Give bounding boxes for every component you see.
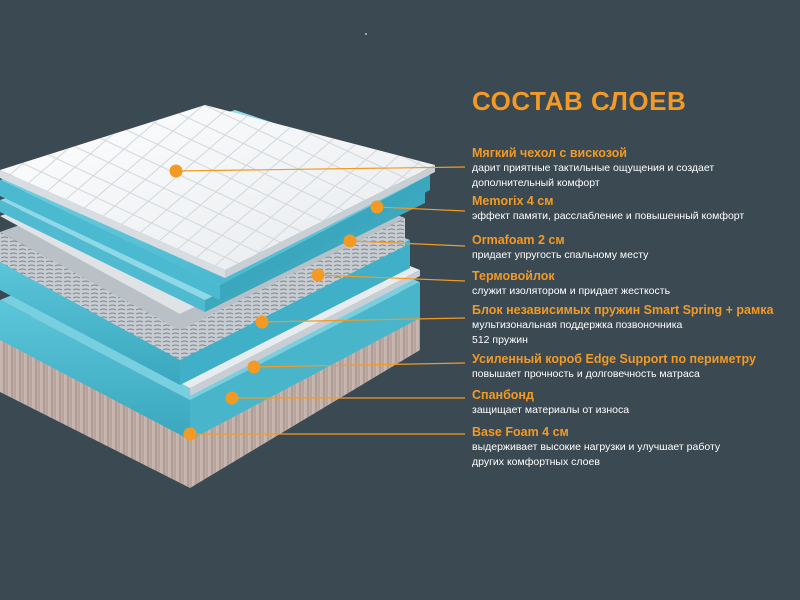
layer-item-springs: Блок независимых пружин Smart Spring + р… (472, 303, 773, 348)
page-title: СОСТАВ СЛОЕВ (472, 86, 687, 116)
layer-name: Ormafoam 2 см (472, 233, 565, 247)
layer-desc: мультизональная поддержка позвоночника (472, 319, 683, 331)
layer-desc: защищает материалы от износа (472, 404, 630, 416)
layer-item-ormafoam: Ormafoam 2 см придает упругость спальном… (472, 233, 648, 263)
callout-line-5 (261, 317, 466, 323)
layer-desc: придает упругость спальному месту (472, 249, 649, 261)
layer-name: Термовойлок (472, 269, 555, 283)
callout-dots (169, 164, 384, 441)
callout-line-2 (376, 206, 466, 212)
layer-desc: 512 пружин (472, 334, 528, 346)
callout-line-4 (317, 274, 466, 282)
layer-item-spunbond: Спанбонд защищает материалы от износа (472, 388, 629, 418)
callout-dot-1 (169, 164, 183, 178)
layer-name: Блок независимых пружин Smart Spring + р… (472, 303, 774, 317)
callout-dot-3 (343, 234, 357, 248)
layer-name: Memorix 4 см (472, 194, 554, 208)
callout-line-6 (253, 362, 466, 368)
callout-dot-7 (225, 391, 239, 405)
layer-item-cover: Мягкий чехол с вискозой дарит приятные т… (472, 146, 714, 191)
callout-dot-4 (311, 268, 325, 282)
layer-item-base-foam: Base Foam 4 см выдерживает высокие нагру… (472, 425, 720, 470)
layer-desc: других комфортных слоев (472, 456, 600, 468)
callout-lines (175, 166, 466, 435)
layer-item-felt: Термовойлок служит изолятором и придает … (472, 269, 670, 299)
layer-name: Мягкий чехол с вискозой (472, 146, 627, 160)
layer-desc: эффект памяти, расслабление и повышенный… (472, 210, 745, 222)
callout-dot-5 (255, 315, 269, 329)
layer-desc: повышает прочность и долговечность матра… (472, 368, 700, 380)
layer-desc: выдерживает высокие нагрузки и улучшает … (472, 441, 721, 453)
layer-name: Base Foam 4 см (472, 425, 569, 439)
layer-item-edge-support: Усиленный короб Edge Support по периметр… (472, 352, 756, 382)
callout-dot-6 (247, 360, 261, 374)
layer-item-memorix: Memorix 4 см эффект памяти, расслабление… (472, 194, 744, 224)
layer-name: Усиленный короб Edge Support по периметр… (472, 352, 756, 366)
top-cover-layer (0, 105, 435, 278)
layer-desc: дарит приятные тактильные ощущения и соз… (472, 162, 715, 174)
layer-desc: дополнительный комфорт (472, 177, 600, 189)
callout-dot-2 (370, 200, 384, 214)
callout-line-1 (175, 166, 466, 172)
callout-dot-8 (183, 427, 197, 441)
speck (365, 33, 367, 35)
callout-line-3 (349, 240, 466, 247)
layer-name: Спанбонд (472, 388, 534, 402)
layer-desc: служит изолятором и придает жесткость (472, 285, 671, 297)
